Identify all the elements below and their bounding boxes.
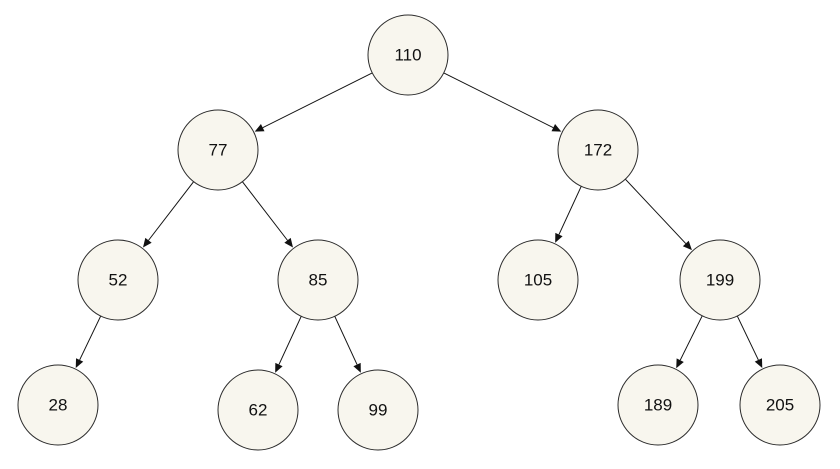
edge-line <box>679 315 703 361</box>
node-circle <box>177 109 259 191</box>
edge-line <box>262 72 373 129</box>
tree-node-189: 189 <box>617 364 699 446</box>
edge-line <box>278 316 302 365</box>
node-label: 52 <box>109 271 128 290</box>
tree-node-105: 105 <box>497 239 579 321</box>
tree-node-99: 99 <box>337 369 419 451</box>
arrowhead-icon <box>353 362 361 373</box>
edge-85-to-99 <box>334 316 361 373</box>
tree-node-85: 85 <box>277 239 359 321</box>
arrowhead-icon <box>254 124 265 132</box>
node-circle <box>739 364 821 446</box>
node-circle <box>617 364 699 446</box>
tree-node-199: 199 <box>679 239 761 321</box>
arrowhead-icon <box>275 362 283 373</box>
node-label: 172 <box>584 141 612 160</box>
tree-node-110: 110 <box>367 14 449 96</box>
node-label: 28 <box>49 396 68 415</box>
node-label: 199 <box>706 271 734 290</box>
tree-node-62: 62 <box>217 369 299 451</box>
node-circle <box>277 239 359 321</box>
node-label: 85 <box>309 271 328 290</box>
edge-85-to-62 <box>275 316 302 373</box>
edge-77-to-85 <box>241 181 294 248</box>
node-circle <box>367 14 449 96</box>
edge-line <box>148 181 195 241</box>
edge-line <box>241 181 288 241</box>
arrowhead-icon <box>555 232 563 243</box>
edge-line <box>334 316 358 365</box>
arrowhead-icon <box>754 358 763 369</box>
tree-node-77: 77 <box>177 109 259 191</box>
node-label: 189 <box>644 396 672 415</box>
tree-node-52: 52 <box>77 239 159 321</box>
node-label: 99 <box>369 401 388 420</box>
edge-line <box>558 186 582 235</box>
node-label: 105 <box>524 271 552 290</box>
arrowhead-icon <box>551 124 562 132</box>
edge-199-to-189 <box>676 315 703 369</box>
node-circle <box>217 369 299 451</box>
edge-172-to-199 <box>625 178 692 251</box>
node-label: 62 <box>249 401 268 420</box>
tree-node-205: 205 <box>739 364 821 446</box>
node-circle <box>679 239 761 321</box>
node-circle <box>337 369 419 451</box>
arrowhead-icon <box>676 358 684 369</box>
edge-line <box>736 315 759 361</box>
edge-77-to-52 <box>142 181 195 248</box>
node-circle <box>77 239 159 321</box>
node-circle <box>497 239 579 321</box>
arrowhead-icon <box>75 358 84 369</box>
edge-line <box>79 315 102 361</box>
node-label: 205 <box>766 396 794 415</box>
node-circle <box>17 364 99 446</box>
arrowhead-icon <box>284 237 294 248</box>
edge-line <box>443 72 554 129</box>
node-label: 110 <box>394 46 421 65</box>
tree-node-28: 28 <box>17 364 99 446</box>
arrowhead-icon <box>142 237 152 248</box>
edge-110-to-77 <box>254 72 373 132</box>
node-label: 77 <box>209 141 228 160</box>
edge-110-to-172 <box>443 72 562 132</box>
arrowhead-icon <box>682 240 692 251</box>
edge-52-to-28 <box>75 315 102 369</box>
edges-layer <box>75 72 763 373</box>
node-circle <box>557 109 639 191</box>
tree-node-172: 172 <box>557 109 639 191</box>
edge-172-to-105 <box>555 186 582 243</box>
edge-line <box>625 178 687 244</box>
edge-199-to-205 <box>736 315 763 369</box>
nodes-layer: 110 77 172 52 85 105 199 28 62 99 189 205 <box>17 14 821 451</box>
